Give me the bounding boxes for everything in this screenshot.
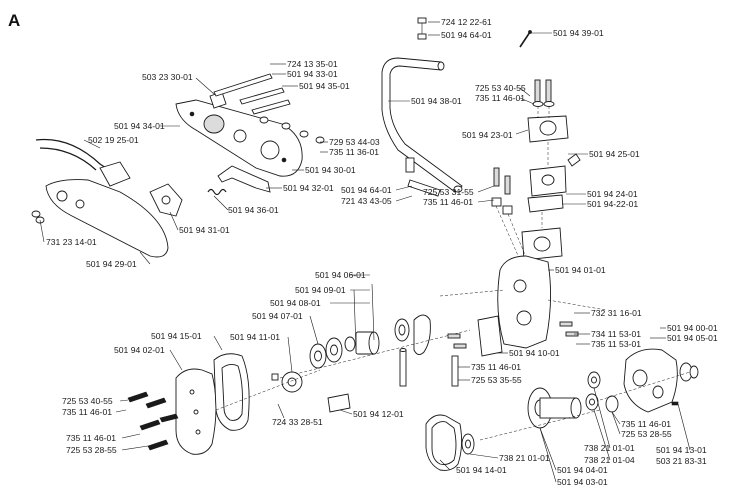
part-label: 501 94 03-01: [557, 477, 608, 487]
part-label: 501 94 09-01: [295, 285, 346, 295]
rods: [399, 348, 459, 387]
part-label: 501 94 34-01: [114, 121, 165, 131]
part-label: 735 11 46-01: [471, 362, 521, 372]
part-label: 734 11 53-01: [591, 329, 641, 339]
part-label: 501 94 30-01: [305, 165, 356, 175]
part-label: 735 11 46-01: [66, 433, 116, 443]
part-label: 501 94 25-01: [589, 149, 640, 159]
part-label: 732 31 16-01: [591, 308, 642, 318]
part-label: 729 53 44-03: [329, 137, 380, 147]
vertical-screws: [491, 167, 529, 263]
main-housing: [439, 255, 607, 349]
gasket-bottom: [425, 414, 463, 471]
small-fittings: [271, 371, 351, 413]
guard: [31, 179, 169, 258]
part-label: 501 94 35-01: [299, 81, 350, 91]
part-label: 725 53 35-55: [471, 375, 522, 385]
part-label: 501 94 05-01: [667, 333, 718, 343]
part-label: 501 94 15-01: [151, 331, 202, 341]
part-label: 501 94 04-01: [557, 465, 608, 475]
part-label: 724 13 35-01: [287, 59, 338, 69]
bracket: [149, 183, 183, 217]
pin: [405, 157, 441, 197]
part-label: 721 43 43-05: [341, 196, 392, 206]
left-bolts: [127, 391, 179, 451]
part-label: 735 11 36-01: [329, 147, 379, 157]
part-label: 725 53 40-55: [475, 83, 526, 93]
left-cover-plate: [175, 368, 217, 455]
large-gear: [461, 387, 582, 455]
part-label: 501 94 14-01: [456, 465, 507, 475]
part-label: 501 94 64-01: [441, 30, 492, 40]
t-handle-screw: [417, 17, 427, 40]
handle-bar: [381, 57, 463, 193]
part-label: 501 94 24-01: [587, 189, 638, 199]
part-label: 501 94 32-01: [283, 183, 334, 193]
part-label: 501 94 39-01: [553, 28, 604, 38]
part-label: 501 94 38-01: [411, 96, 462, 106]
section-letter: A: [8, 11, 20, 30]
part-label: 724 33 28-51: [272, 417, 323, 427]
cable: [35, 138, 131, 187]
part-label: 501 94 10-01: [509, 348, 560, 358]
cover-bolts: [213, 73, 325, 144]
part-label: 731 23 14-01: [46, 237, 97, 247]
part-label: 503 21 83-31: [656, 456, 707, 466]
part-label: 501 94 01-01: [555, 265, 606, 275]
part-label: 501 94 13-01: [656, 445, 707, 455]
part-label: 501 94 33-01: [287, 69, 338, 79]
part-label: 725 53 40-55: [62, 396, 113, 406]
part-label: 725 53 28-55: [621, 429, 672, 439]
part-label: 725 53 31-55: [423, 187, 474, 197]
part-label: 735 11 46-01: [621, 419, 671, 429]
part-label: 501 94 08-01: [270, 298, 321, 308]
part-label: 735 11 53-01: [591, 339, 641, 349]
inner-plate: [447, 315, 579, 357]
part-label: 738 21 01-01: [584, 443, 635, 453]
leader-lines: [39, 21, 691, 483]
part-label: 735 11 46-01: [475, 93, 525, 103]
part-label: 501 94 29-01: [86, 259, 137, 269]
part-label: 501 94 23-01: [462, 130, 513, 140]
part-label: 502 19 25-01: [88, 135, 139, 145]
part-label: 738 21 01-01: [499, 453, 550, 463]
part-label: 503 23 30-01: [142, 72, 193, 82]
clutch-cover: [175, 91, 303, 177]
part-label: 501 94-22-01: [587, 199, 638, 209]
small-rod: [519, 30, 532, 48]
part-label: 501 94 07-01: [252, 311, 303, 321]
brake-lever: [217, 165, 271, 193]
part-label: 725 53 28-55: [66, 445, 117, 455]
spring: [207, 188, 227, 196]
part-label: 501 94 00-01: [667, 323, 718, 333]
part-label: 501 94 31-01: [179, 225, 230, 235]
part-label: 724 12 22-61: [441, 17, 492, 27]
right-housing: [623, 348, 699, 413]
part-label: 738 21 01-04: [584, 455, 635, 465]
part-label: 735 11 46-01: [423, 197, 473, 207]
part-number-labels: 724 12 22-61 501 94 64-01 501 94 39-01 5…: [46, 17, 718, 487]
gasket-left: [213, 353, 250, 431]
part-label: 501 94 36-01: [228, 205, 279, 215]
part-label: 735 11 46-01: [62, 407, 112, 417]
part-label: 501 94 02-01: [114, 345, 165, 355]
part-label: 501 94 12-01: [353, 409, 404, 419]
right-bearings: [585, 371, 619, 413]
part-label: 501 94 64-01: [341, 185, 392, 195]
part-label: 501 94 06-01: [315, 270, 366, 280]
part-label: 501 94 11-01: [230, 332, 280, 342]
handle-clamp-assembly: [521, 79, 581, 261]
